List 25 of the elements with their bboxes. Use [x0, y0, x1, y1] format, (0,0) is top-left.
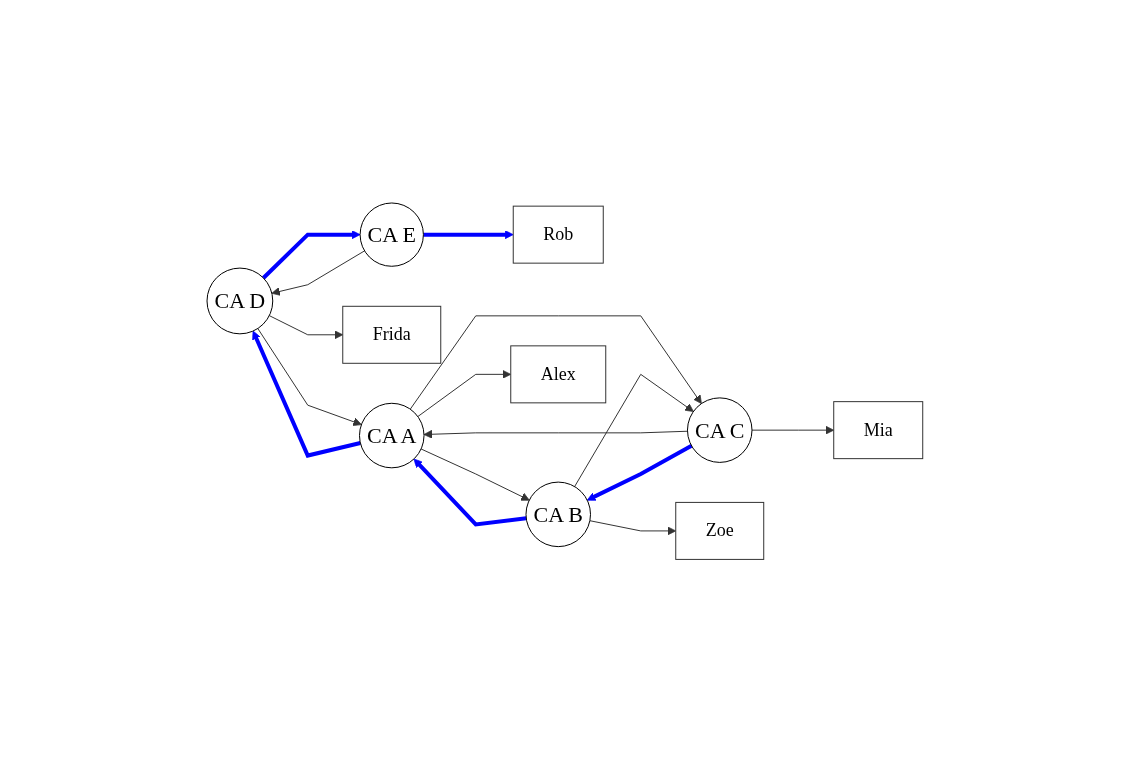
arrow — [423, 230, 514, 240]
node-circle: CA E — [359, 202, 425, 268]
node-circle: CA B — [525, 481, 592, 548]
node-box: Frida — [342, 306, 442, 365]
arrow — [417, 370, 512, 418]
arrow — [262, 230, 361, 280]
node-box: Rob — [512, 205, 604, 264]
arrow — [252, 330, 361, 459]
node-circle: CA D — [206, 267, 274, 335]
node-box: Zoe — [675, 502, 765, 561]
arrow — [574, 374, 694, 488]
arrow — [413, 458, 527, 527]
node-circle: CA A — [359, 403, 425, 469]
arrow — [751, 426, 835, 435]
arrow — [420, 448, 530, 501]
arrow — [586, 444, 693, 501]
node-box: Mia — [833, 401, 924, 460]
node-circle: CA C — [687, 397, 753, 464]
arrow — [271, 250, 366, 297]
arrow — [268, 315, 344, 340]
node-box: Alex — [510, 345, 607, 404]
arrow — [257, 328, 362, 427]
arrow — [589, 520, 677, 536]
arrow — [409, 315, 702, 410]
arrow — [423, 430, 689, 439]
